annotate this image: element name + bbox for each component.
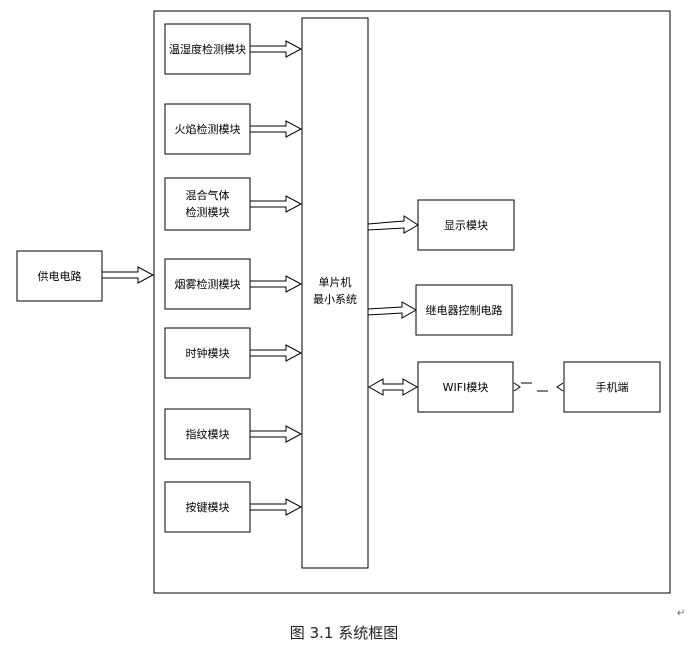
mcu-label-line2: 最小系统	[313, 293, 357, 306]
fingerprint-module-label: 指纹模块	[186, 427, 230, 441]
arrow-gas	[249, 195, 303, 213]
arrow-smoke	[249, 275, 303, 293]
keys-module-label: 按键模块	[186, 500, 230, 514]
arrow-power	[101, 266, 155, 284]
arrow-flame	[249, 120, 303, 138]
smoke-module-label: 烟雾检测模块	[175, 277, 241, 291]
mcu-box	[301, 17, 369, 569]
wireless-link	[513, 382, 564, 392]
wifi-module-label: WIFI模块	[443, 381, 489, 394]
figure-caption: 图 3.1 系统框图	[290, 624, 398, 642]
gas-module-label-line2: 检测模块	[186, 205, 230, 219]
arrow-fingerprint	[249, 425, 303, 443]
arrow-keys	[249, 498, 303, 516]
arrow-display	[367, 215, 419, 234]
gas-module-box	[164, 177, 251, 231]
arrow-wifi-bidirectional	[367, 378, 419, 396]
arrow-temp-humidity	[249, 40, 303, 58]
display-module-label: 显示模块	[444, 219, 488, 232]
temp-humidity-module-label: 温湿度检测模块	[169, 42, 246, 56]
mcu-label-line1: 单片机	[319, 275, 352, 289]
power-label: 供电电路	[38, 269, 82, 283]
relay-label: 继电器控制电路	[426, 303, 503, 317]
arrow-clock	[249, 344, 303, 362]
phone-label: 手机端	[596, 380, 629, 394]
paragraph-mark: ↵	[677, 608, 685, 619]
phone-box	[563, 361, 661, 413]
system-frame	[153, 10, 671, 594]
flame-module-label: 火焰检测模块	[175, 122, 241, 136]
clock-module-label: 时钟模块	[186, 346, 230, 360]
arrow-relay	[367, 301, 418, 319]
gas-module-label-line1: 混合气体	[186, 188, 230, 202]
